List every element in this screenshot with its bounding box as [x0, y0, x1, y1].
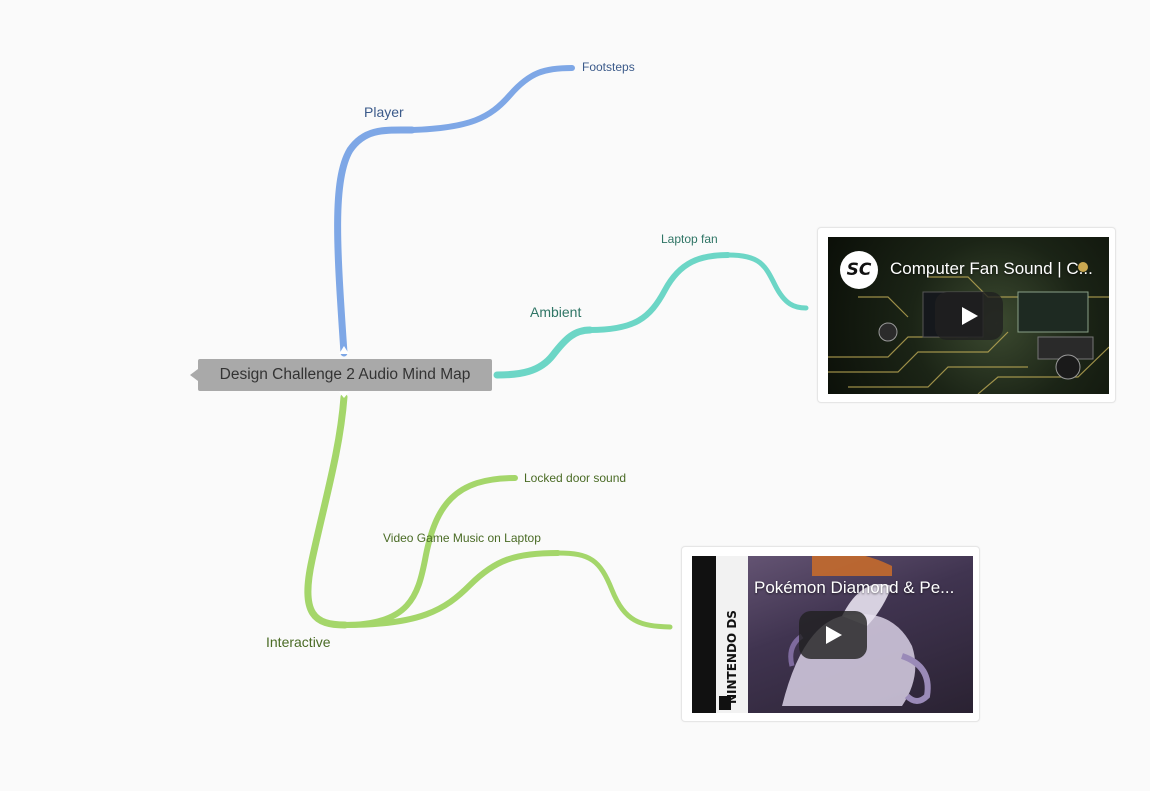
nintendo-ds-text: NINTENDO DS	[725, 610, 739, 704]
play-button-icon[interactable]	[799, 611, 867, 659]
connector-fan-video	[725, 252, 809, 311]
video-card-laptop-fan: SC Computer Fan Sound | C...	[817, 227, 1116, 403]
node-laptop-fan-label[interactable]: Laptop fan	[661, 232, 718, 246]
video-title-video-game-music[interactable]: Pokémon Diamond & Pe...	[754, 578, 955, 597]
central-topic-node[interactable]: Design Challenge 2 Audio Mind Map	[198, 359, 492, 391]
node-video-game-music-label[interactable]: Video Game Music on Laptop	[383, 531, 541, 545]
video-thumbnail-laptop-fan[interactable]: SC Computer Fan Sound | C...	[828, 237, 1109, 394]
connector-interactive	[304, 393, 349, 629]
player-arrow-marker	[339, 346, 349, 354]
play-button-icon[interactable]	[935, 292, 1003, 340]
branch-ambient-label[interactable]: Ambient	[530, 304, 582, 320]
connector-footsteps	[409, 65, 575, 133]
connector-pokemon-video	[555, 550, 673, 630]
connector-locked-door	[342, 475, 518, 628]
video-title-laptop-fan[interactable]: Computer Fan Sound | C...	[890, 259, 1093, 278]
connector-laptop-fan	[587, 252, 731, 333]
connector-player	[334, 126, 416, 357]
connector-video-game-music	[342, 550, 561, 628]
node-locked-door-label[interactable]: Locked door sound	[524, 471, 627, 485]
branch-interactive-label[interactable]: Interactive	[266, 634, 331, 650]
collapse-toggle-icon[interactable]	[190, 369, 198, 381]
node-footsteps-label[interactable]: Footsteps	[582, 60, 635, 74]
branch-player-label[interactable]: Player	[364, 104, 404, 120]
circuit-board-image	[828, 262, 1109, 394]
interactive-arrow-marker	[339, 392, 349, 398]
connector-ambient	[493, 326, 594, 379]
video-thumbnail-video-game-music[interactable]: NINTENDO DS Pokémon Diamond & Pe...	[692, 556, 973, 713]
channel-avatar[interactable]: SC	[840, 251, 878, 289]
video-card-video-game-music: NINTENDO DS Pokémon Diamond & Pe...	[681, 546, 980, 722]
